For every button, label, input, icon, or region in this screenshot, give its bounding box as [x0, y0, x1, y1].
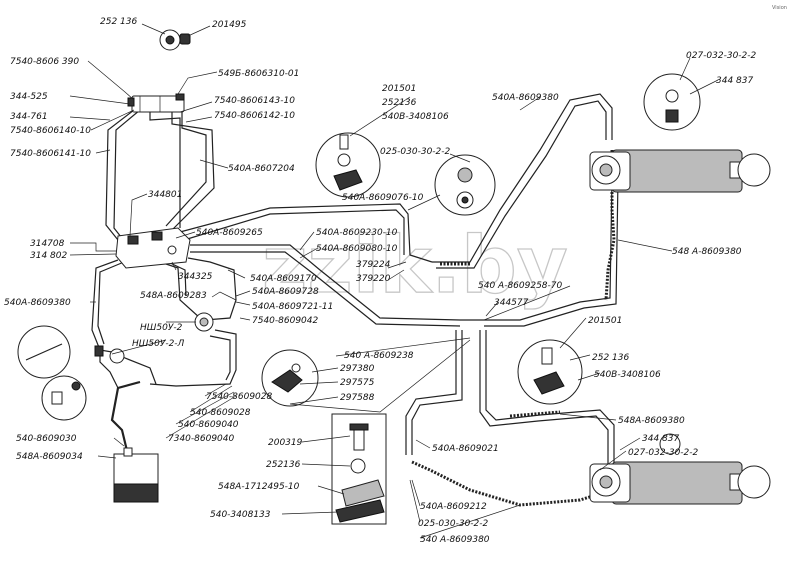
- label-540a-8609230: 540А-8609230-10: [316, 228, 398, 238]
- label-549b-8606310: 549Б-8606310-01: [218, 69, 299, 79]
- label-540a-8609212: 540А-8609212: [420, 502, 487, 512]
- label-201501-bottom: 201501: [588, 316, 622, 326]
- detail-bolt-top: [159, 29, 191, 51]
- label-7340-8609040: 7340-8609040: [168, 434, 235, 444]
- label-314802: 314 802: [30, 251, 67, 261]
- detail-circle-clamp-bottom: [517, 339, 583, 405]
- hose-coupling-bottom: [509, 410, 561, 418]
- label-548a-1712495: 548А-1712495-10: [218, 482, 300, 492]
- label-540a-8609380-top: 540А-8609380: [492, 93, 559, 103]
- label-344837-bottom: 344 837: [642, 434, 679, 444]
- label-7540-8609028: 7540-8609028: [206, 392, 273, 402]
- label-548a-8609034: 548А-8609034: [16, 452, 83, 462]
- label-540a-8609238: 540 А-8609238: [344, 351, 414, 361]
- label-200319: 200319: [268, 438, 303, 448]
- label-252136-mid: 252136: [382, 98, 417, 108]
- label-7540-8606143: 7540-8606143-10: [214, 96, 295, 106]
- label-7540-8606140: 7540-8606140-10: [10, 126, 91, 136]
- label-540a-8609076: 540А-8609076-10: [342, 193, 424, 203]
- label-540a-8607204: 540А-8607204: [228, 164, 295, 174]
- label-540v-3408106-top: 540В-3408106: [382, 112, 449, 122]
- label-7540-8609042: 7540-8609042: [252, 316, 319, 326]
- corner-mark: Vision: [772, 5, 787, 11]
- part-labels: 252 136 201495 7540-8606 390 549Б-860631…: [4, 17, 757, 545]
- detail-bracket-box: [331, 413, 387, 525]
- detail-circle-bolt-left: [41, 375, 87, 421]
- watermark: zzik.by: [262, 221, 568, 311]
- label-7540-8606390: 7540-8606 390: [10, 57, 79, 67]
- detail-circle-cylinder-top: [643, 73, 701, 131]
- label-379224: 379224: [356, 260, 391, 270]
- leader-lines: [69, 23, 719, 539]
- label-540a-8609080: 540А-8609080-10: [316, 244, 398, 254]
- label-540a-8609265: 540А-8609265: [196, 228, 263, 238]
- detail-circle-clamp-top: [315, 132, 381, 198]
- oil-tank: [113, 447, 159, 503]
- cylinder-top: [589, 149, 771, 193]
- label-7540-8606141: 7540-8606141-10: [10, 149, 91, 159]
- label-540a-8609258: 540 А-8609258-70: [478, 281, 562, 291]
- label-540-8609030: 540-8609030: [16, 434, 77, 444]
- label-027-032-bottom: 027-032-30-2-2: [628, 448, 699, 458]
- label-344577: 344577: [494, 298, 529, 308]
- control-valve-top: [127, 93, 185, 113]
- label-540a-8609170: 540А-8609170: [250, 274, 317, 284]
- label-344-761: 344-761: [10, 112, 48, 122]
- label-540v-3408106-bottom: 540В-3408106: [594, 370, 661, 380]
- label-252136-top: 252 136: [100, 17, 137, 27]
- label-540a-8609728: 540А-8609728: [252, 287, 319, 297]
- label-025-030-30-2-2-bottom: 025-030-30-2-2: [418, 519, 489, 529]
- label-540a-8609380-bottom: 540 А-8609380: [420, 535, 490, 545]
- label-201495: 201495: [212, 20, 247, 30]
- label-201501-top: 201501: [382, 84, 416, 94]
- label-297588: 297588: [340, 393, 375, 403]
- cylinder-bottom: [589, 461, 771, 505]
- label-252136-bottom: 252 136: [592, 353, 629, 363]
- label-540-3408133: 540-3408133: [210, 510, 271, 520]
- label-252136-box: 252136: [266, 460, 301, 470]
- label-548a-8609283: 548А-8609283: [140, 291, 207, 301]
- label-540a-8609021: 540А-8609021: [432, 444, 499, 454]
- label-344801: 344801: [148, 190, 182, 200]
- label-548a-8609380-right: 548 А-8609380: [672, 247, 742, 257]
- label-025-030-30-2-2-top: 025-030-30-2-2: [380, 147, 451, 157]
- label-297380: 297380: [340, 364, 375, 374]
- label-297575: 297575: [340, 378, 375, 388]
- detail-circle-fitting: [434, 154, 496, 216]
- detail-circle-clamp-middle: [261, 349, 319, 407]
- label-540a-8609721: 540А-8609721-11: [252, 302, 333, 312]
- label-7540-8606142: 7540-8606142-10: [214, 111, 295, 121]
- label-nsh50u-2: НШ50У-2: [140, 323, 183, 333]
- label-379220: 379220: [356, 274, 391, 284]
- label-540-8609028: 540-8609028: [190, 408, 251, 418]
- pump: [94, 312, 214, 364]
- detail-circle-pump-left: [17, 325, 71, 379]
- distributor-block: [115, 227, 191, 269]
- label-344325: 344325: [178, 272, 213, 282]
- label-344837-top: 344 837: [716, 76, 753, 86]
- label-540-8609040: 540-8609040: [178, 420, 239, 430]
- label-027-032-top: 027-032-30-2-2: [686, 51, 757, 61]
- label-344-525: 344-525: [10, 92, 48, 102]
- label-nsh50u-2-l: НШ50У-2-Л: [132, 339, 185, 349]
- label-548a-8609380-bottom: 548А-8609380: [618, 416, 685, 426]
- detail-circle-cylinder-bottom: [659, 433, 681, 455]
- label-540a-8609380-left: 540А-8609380: [4, 298, 71, 308]
- label-314708: 314708: [30, 239, 65, 249]
